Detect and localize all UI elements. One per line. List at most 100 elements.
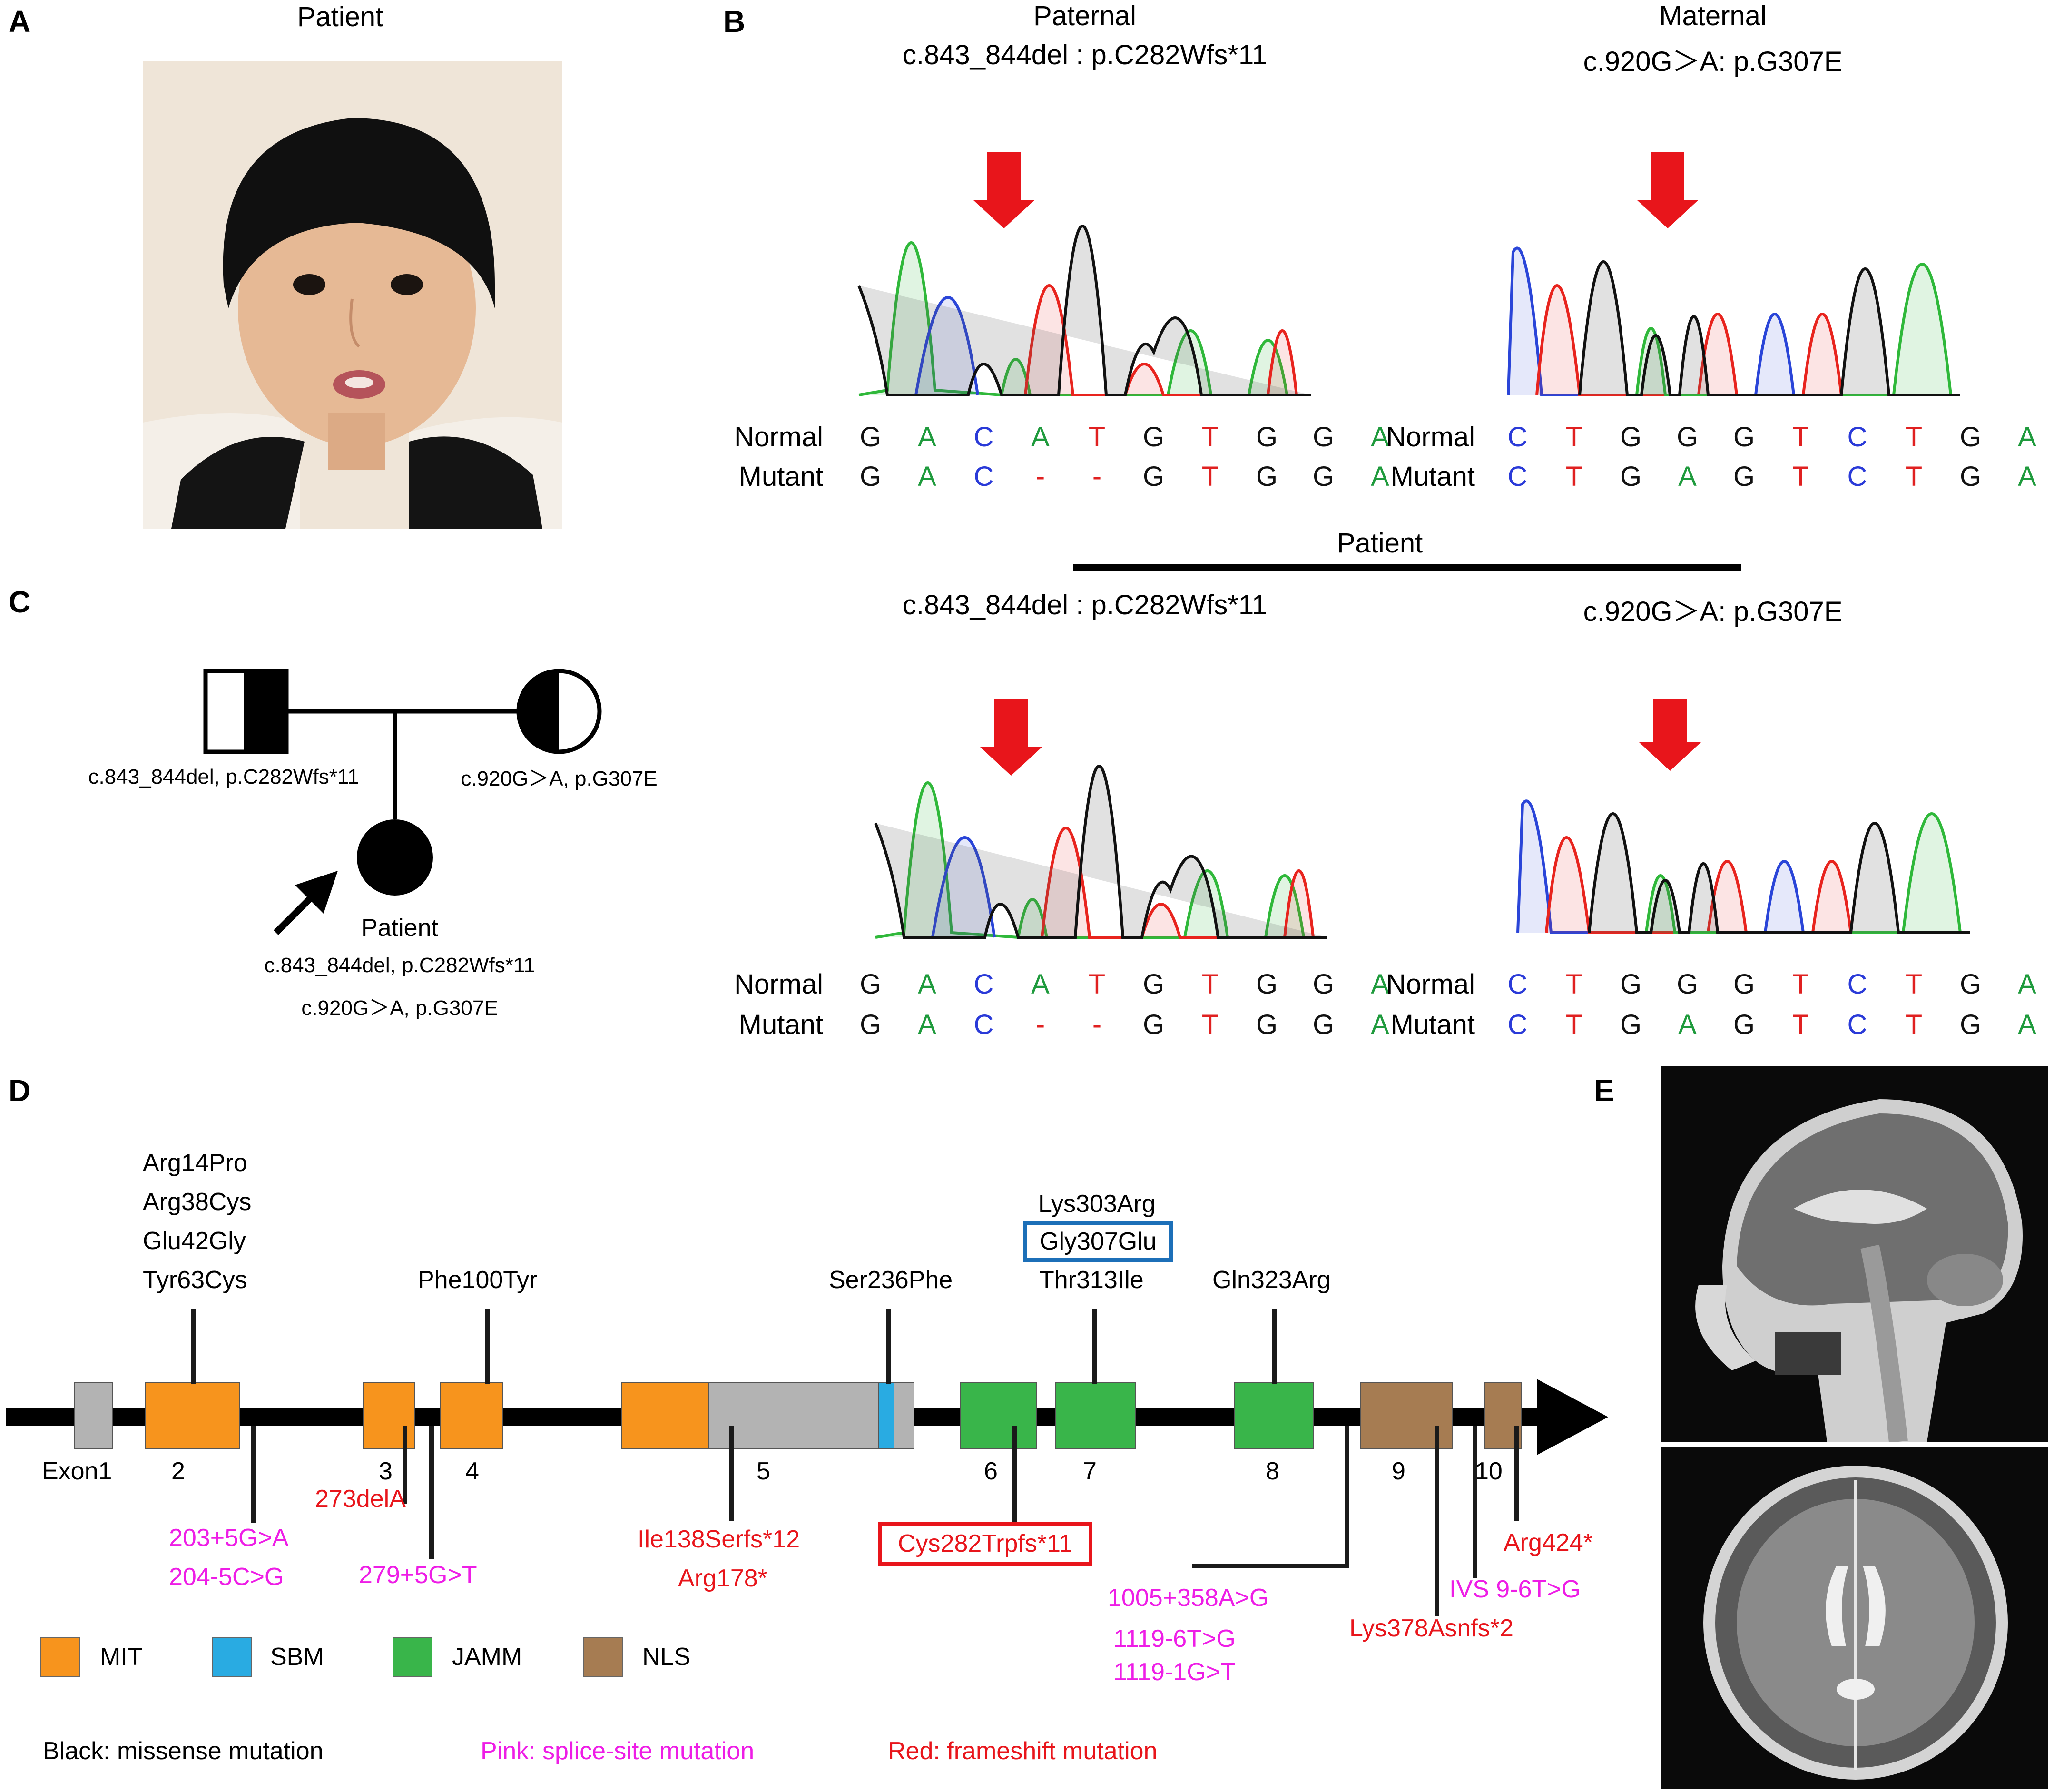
exon7-jamm-domain bbox=[1055, 1382, 1136, 1449]
missense-label-gln323arg: Gln323Arg bbox=[1212, 1266, 1331, 1294]
paternal-normal-base-10: A bbox=[1371, 422, 1389, 453]
maternal-normal-base-10: A bbox=[2018, 422, 2036, 453]
patient-right-mutant-base-9: G bbox=[1959, 1009, 1982, 1040]
patient-left-trace-A bbox=[875, 781, 1327, 939]
paternal-chromatogram bbox=[857, 152, 1311, 397]
exon5-mit-domain bbox=[621, 1382, 709, 1449]
maternal-mutant-base-5: G bbox=[1733, 461, 1755, 492]
paternal-normal-base-9: G bbox=[1312, 422, 1335, 453]
maternal-mutant-label: Mutant bbox=[1390, 461, 1475, 492]
maternal-normal-base-1: C bbox=[1507, 422, 1528, 453]
exon6-jamm-domain bbox=[960, 1382, 1037, 1449]
paternal-normal-base-8: G bbox=[1256, 422, 1278, 453]
paternal-normal-base-3: C bbox=[973, 422, 994, 453]
patient-left-normal-base-4: A bbox=[1031, 969, 1050, 1000]
splice-label-203: 203+5G>A bbox=[169, 1524, 289, 1552]
patient-left-mutant-base-6: G bbox=[1142, 1009, 1165, 1040]
maternal-normal-base-2: T bbox=[1565, 422, 1583, 453]
patient-right-trace-G bbox=[1588, 812, 1970, 934]
patient-right-trace-T bbox=[1545, 836, 1852, 934]
missense-label-thr313ile: Thr313Ile bbox=[1039, 1266, 1144, 1294]
patient-chromatogram-header: Patient bbox=[1337, 528, 1423, 559]
maternal-normal-base-5: G bbox=[1733, 422, 1755, 453]
paternal-normal-base-7: T bbox=[1201, 422, 1219, 453]
paternal-variant: c.843_844del : p.C282Wfs*11 bbox=[902, 39, 1268, 70]
patient-left-normal-base-7: T bbox=[1201, 969, 1219, 1000]
exon-label-4: 4 bbox=[465, 1457, 479, 1485]
mother-symbol bbox=[516, 669, 602, 754]
patient-left-trace-G bbox=[874, 765, 1327, 939]
stem-missense-exon2 bbox=[191, 1309, 196, 1384]
patient-photo-title: Patient bbox=[297, 1, 383, 32]
maternal-mutant-base-3: G bbox=[1620, 461, 1642, 492]
stem-splice-1005-horizontal bbox=[1192, 1564, 1349, 1568]
stem-missense-gln323 bbox=[1272, 1309, 1277, 1384]
paternal-title: Paternal bbox=[1033, 0, 1137, 31]
paternal-mutant-base-8: G bbox=[1256, 461, 1278, 492]
stem-splice-279 bbox=[429, 1426, 434, 1559]
exon-label-7: 7 bbox=[1083, 1457, 1097, 1485]
splice-label-1119-6: 1119-6T>G bbox=[1113, 1625, 1236, 1653]
paternal-mutant-label: Mutant bbox=[738, 461, 823, 492]
legend-swatch-nls bbox=[583, 1637, 623, 1677]
stem-frameshift-273 bbox=[403, 1426, 407, 1504]
paternal-mutant-base-1: G bbox=[859, 461, 882, 492]
missense-label-glu42gly: Glu42Gly bbox=[143, 1227, 246, 1255]
paternal-trace-C bbox=[914, 296, 979, 395]
frameshift-label-ile138serfs: Ile138Serfs*12 bbox=[638, 1526, 800, 1553]
patient-left-normal-base-10: A bbox=[1371, 969, 1389, 1000]
panel-label-c: C bbox=[9, 585, 31, 619]
maternal-normal-base-8: T bbox=[1905, 422, 1923, 453]
patient-right-mutant-base-10: A bbox=[2018, 1009, 2036, 1040]
stem-splice-203 bbox=[251, 1426, 256, 1523]
missense-label-tyr63cys: Tyr63Cys bbox=[143, 1266, 247, 1294]
patient-right-mutant-base-4: A bbox=[1678, 1009, 1697, 1040]
maternal-normal-base-3: G bbox=[1620, 422, 1642, 453]
patient-left-trace-T bbox=[1041, 827, 1315, 939]
stem-frameshift-arg424 bbox=[1514, 1426, 1519, 1521]
maternal-mutant-base-9: G bbox=[1959, 461, 1982, 492]
patient-right-mutant-base-8: T bbox=[1905, 1009, 1923, 1040]
paternal-trace-G bbox=[857, 225, 1311, 396]
splice-label-1005: 1005+358A>G bbox=[1108, 1584, 1269, 1612]
maternal-normal-base-4: G bbox=[1676, 422, 1699, 453]
exon-label-5: 5 bbox=[757, 1457, 770, 1485]
stem-frameshift-lys378 bbox=[1435, 1426, 1439, 1616]
patient-left-normal-base-9: G bbox=[1312, 969, 1335, 1000]
maternal-chromatogram bbox=[1507, 152, 1960, 396]
patient-right-mutant-base-2: T bbox=[1565, 1009, 1583, 1040]
patient-right-normal-base-4: G bbox=[1676, 969, 1699, 1000]
patient-right-mutant-base-1: C bbox=[1507, 1009, 1528, 1040]
patient-left-normal-base-2: A bbox=[918, 969, 936, 1000]
patient-right-mutant-base-3: G bbox=[1620, 1009, 1642, 1040]
maternal-variant: c.920G＞A: p.G307E bbox=[1583, 46, 1843, 77]
missense-label-lys303arg: Lys303Arg bbox=[1038, 1190, 1156, 1218]
patient-left-mutant-base-9: G bbox=[1312, 1009, 1335, 1040]
maternal-mutant-base-1: C bbox=[1507, 461, 1528, 492]
patient-right-trace-A bbox=[1645, 812, 1962, 934]
legend-label-jamm: JAMM bbox=[452, 1643, 522, 1671]
paternal-normal-base-4: A bbox=[1031, 422, 1050, 453]
stem-missense-ser236 bbox=[886, 1309, 891, 1384]
maternal-mutant-base-4: A bbox=[1678, 461, 1697, 492]
exon8-jamm-domain bbox=[1234, 1382, 1314, 1449]
father-symbol-white-half bbox=[203, 669, 248, 754]
maternal-mutation-arrow bbox=[1637, 152, 1699, 228]
paternal-mutant-base-6: G bbox=[1142, 461, 1165, 492]
patient-left-mutant-base-1: G bbox=[859, 1009, 882, 1040]
maternal-normal-base-7: C bbox=[1847, 422, 1867, 453]
patient-left-mutant-base-7: T bbox=[1201, 1009, 1219, 1040]
patient-left-mutant-base-5: - bbox=[1092, 1009, 1102, 1040]
missense-label-phe100tyr: Phe100Tyr bbox=[418, 1266, 538, 1294]
paternal-mutation-arrow bbox=[973, 152, 1035, 228]
exon2-mit-domain bbox=[145, 1382, 240, 1449]
patient-left-trace-C bbox=[931, 836, 996, 938]
paternal-normal-base-6: G bbox=[1142, 422, 1165, 453]
panel-label-a: A bbox=[9, 4, 31, 39]
patient-left-normal-base-1: G bbox=[859, 969, 882, 1000]
mother-variant-label: c.920G＞A, p.G307E bbox=[461, 767, 658, 790]
